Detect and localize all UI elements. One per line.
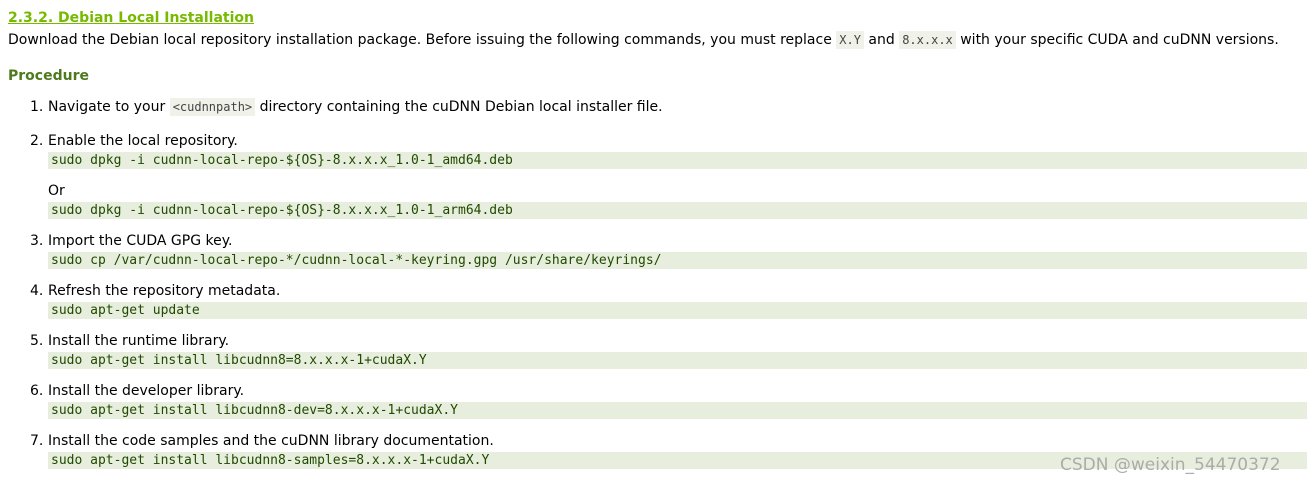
code-block-gpg-key[interactable]: sudo cp /var/cudnn-local-repo-*/cudnn-lo… <box>48 252 1307 269</box>
code-block-samples[interactable]: sudo apt-get install libcudnn8-samples=8… <box>48 452 1307 469</box>
step-number: 5. <box>30 333 44 349</box>
step-number: 2. <box>30 133 44 149</box>
step-number: 3. <box>30 233 44 249</box>
inline-code-version: 8.x.x.x <box>899 31 956 49</box>
inline-code-cudnnpath: <cudnnpath> <box>169 98 256 116</box>
step-text: Enable the local repository. <box>48 133 238 149</box>
code-block-amd64[interactable]: sudo dpkg -i cudnn-local-repo-${OS}-8.x.… <box>48 152 1307 169</box>
code-block-apt-update[interactable]: sudo apt-get update <box>48 302 1307 319</box>
watermark-text: CSDN @weixin_54470372 <box>1060 455 1281 475</box>
step-number: 6. <box>30 383 44 399</box>
step-text: Refresh the repository metadata. <box>48 283 281 299</box>
step-text: Navigate to your <cudnnpath> directory c… <box>48 98 663 116</box>
step-text-before: Navigate to your <box>48 99 170 115</box>
intro-text-after: with your specific CUDA and cuDNN versio… <box>955 32 1279 48</box>
section-title-link[interactable]: 2.3.2. Debian Local Installation <box>8 10 255 26</box>
step-number: 4. <box>30 283 44 299</box>
step-text: Import the CUDA GPG key. <box>48 233 233 249</box>
intro-text-mid: and <box>863 32 900 48</box>
or-text: Or <box>48 183 65 199</box>
step-text: Install the runtime library. <box>48 333 230 349</box>
procedure-heading: Procedure <box>8 68 89 84</box>
code-block-dev[interactable]: sudo apt-get install libcudnn8-dev=8.x.x… <box>48 402 1307 419</box>
intro-paragraph: Download the Debian local repository ins… <box>8 31 1279 49</box>
inline-code-xy: X.Y <box>836 31 864 49</box>
step-text: Install the code samples and the cuDNN l… <box>48 433 494 449</box>
step-number: 7. <box>30 433 44 449</box>
code-block-runtime[interactable]: sudo apt-get install libcudnn8=8.x.x.x-1… <box>48 352 1307 369</box>
step-text: Install the developer library. <box>48 383 245 399</box>
step-number: 1. <box>30 99 44 115</box>
step-text-after: directory containing the cuDNN Debian lo… <box>255 99 663 115</box>
code-block-arm64[interactable]: sudo dpkg -i cudnn-local-repo-${OS}-8.x.… <box>48 202 1307 219</box>
intro-text-before: Download the Debian local repository ins… <box>8 32 837 48</box>
